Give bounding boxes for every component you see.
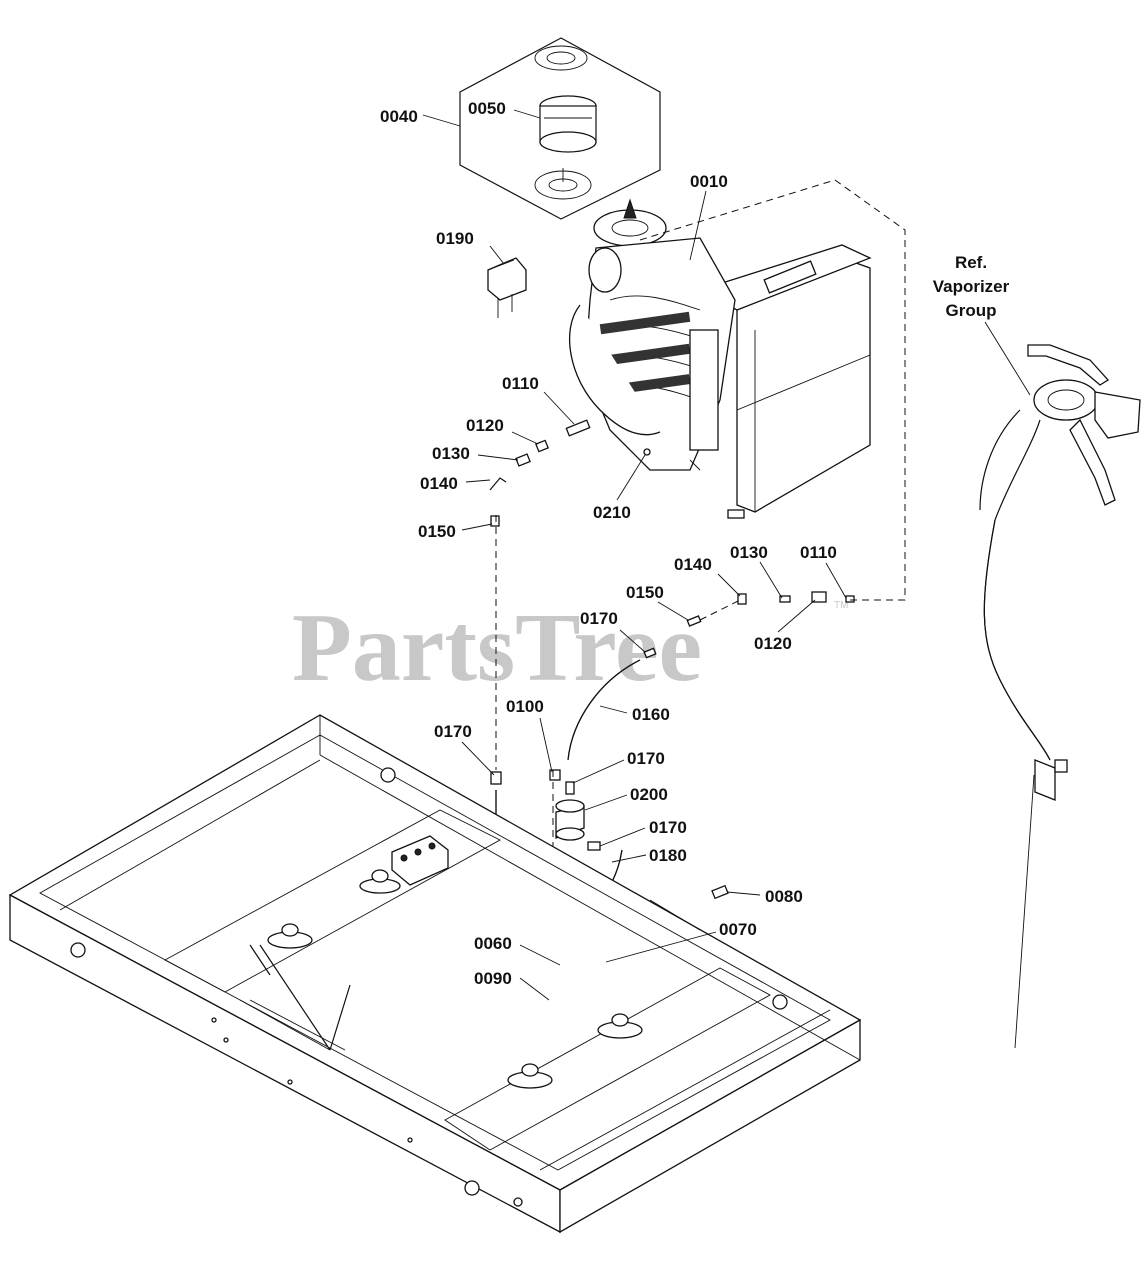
callout-0070: 0070 [719,920,757,939]
callout-0120-upper: 0120 [466,416,504,435]
reference-line-3: Group [946,301,997,320]
engine-assembly [568,198,872,519]
filter-kit-box [459,37,661,220]
vibration-mounts [267,869,643,1089]
callout-0190: 0190 [436,229,474,248]
callout-0170-left: 0170 [434,722,472,741]
callout-0090: 0090 [474,969,512,988]
callout-0140-mid: 0140 [674,555,712,574]
module-0190 [487,257,527,318]
callout-0150-upper: 0150 [418,522,456,541]
callout-labels: 0040 0050 0010 0190 0110 0120 0130 0140 … [380,99,837,988]
callout-0110-upper: 0110 [502,374,539,393]
watermark-trademark: TM [834,600,848,611]
upper-fuel-fittings [489,419,651,527]
vaporizer-group [979,344,1141,1049]
watermark: PartsTree TM [292,594,848,702]
callout-0150-mid: 0150 [626,583,664,602]
callout-0040: 0040 [380,107,418,126]
callout-0120-mid: 0120 [754,634,792,653]
callout-0140-upper: 0140 [420,474,458,493]
mid-fuel-fittings [643,591,855,659]
reference-line-1: Ref. [955,253,987,272]
callout-0170-lower: 0170 [649,818,687,837]
callout-0160: 0160 [632,705,670,724]
base-frame [8,714,862,1234]
callout-0200: 0200 [630,785,668,804]
callout-0210: 0210 [593,503,631,522]
callout-0130-mid: 0130 [730,543,768,562]
callout-0170-mid: 0170 [580,609,618,628]
callout-0050: 0050 [468,99,506,118]
callout-0130-upper: 0130 [432,444,470,463]
callout-0110-mid: 0110 [800,543,837,562]
watermark-text: PartsTree [292,594,702,702]
leader-lines [422,109,1031,1001]
callout-0010: 0010 [690,172,728,191]
callout-0170-filter: 0170 [627,749,665,768]
reference-label: Ref. Vaporizer Group [933,253,1010,320]
frame-holes [70,767,788,1207]
callout-0060: 0060 [474,934,512,953]
callout-0180: 0180 [649,846,687,865]
reference-line-2: Vaporizer [933,277,1010,296]
callout-0100: 0100 [506,697,544,716]
callout-0080: 0080 [765,887,803,906]
